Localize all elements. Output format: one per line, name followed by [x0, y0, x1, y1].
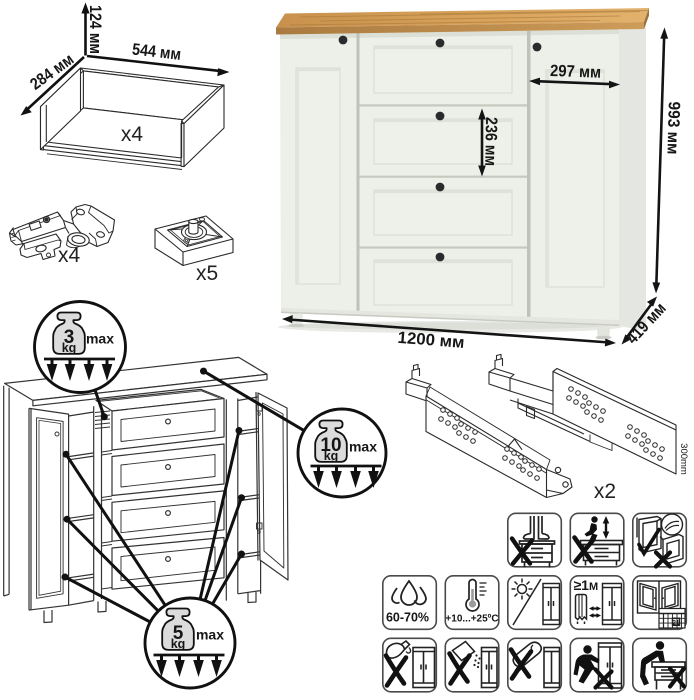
- svg-text:max: max: [349, 439, 377, 455]
- svg-text:993 мм: 993 мм: [663, 101, 682, 154]
- svg-text:236 мм: 236 мм: [481, 117, 500, 166]
- svg-text:544 мм: 544 мм: [131, 40, 182, 63]
- svg-text:kg: kg: [324, 449, 339, 463]
- svg-text:max: max: [196, 627, 224, 643]
- svg-text:297 мм: 297 мм: [550, 62, 602, 82]
- svg-text:3: 3: [64, 327, 75, 348]
- svg-text:x4: x4: [121, 123, 144, 146]
- svg-text:x4: x4: [58, 244, 81, 267]
- svg-text:124 мм: 124 мм: [86, 5, 104, 54]
- svg-text:60-70%: 60-70%: [386, 611, 429, 625]
- svg-text:≥1M: ≥1M: [574, 577, 599, 593]
- svg-text:kg: kg: [62, 341, 77, 355]
- svg-text:x5: x5: [196, 262, 218, 285]
- svg-text:x2: x2: [594, 480, 616, 503]
- svg-text:+10...+25ºC: +10...+25ºC: [445, 614, 498, 625]
- svg-text:kg: kg: [171, 637, 186, 651]
- svg-text:max: max: [86, 331, 114, 347]
- svg-text:10: 10: [320, 435, 341, 456]
- svg-text:300mm: 300mm: [678, 443, 689, 475]
- svg-text:1200 мм: 1200 мм: [397, 329, 465, 352]
- svg-text:5: 5: [173, 623, 184, 644]
- svg-text:21: 21: [673, 621, 680, 627]
